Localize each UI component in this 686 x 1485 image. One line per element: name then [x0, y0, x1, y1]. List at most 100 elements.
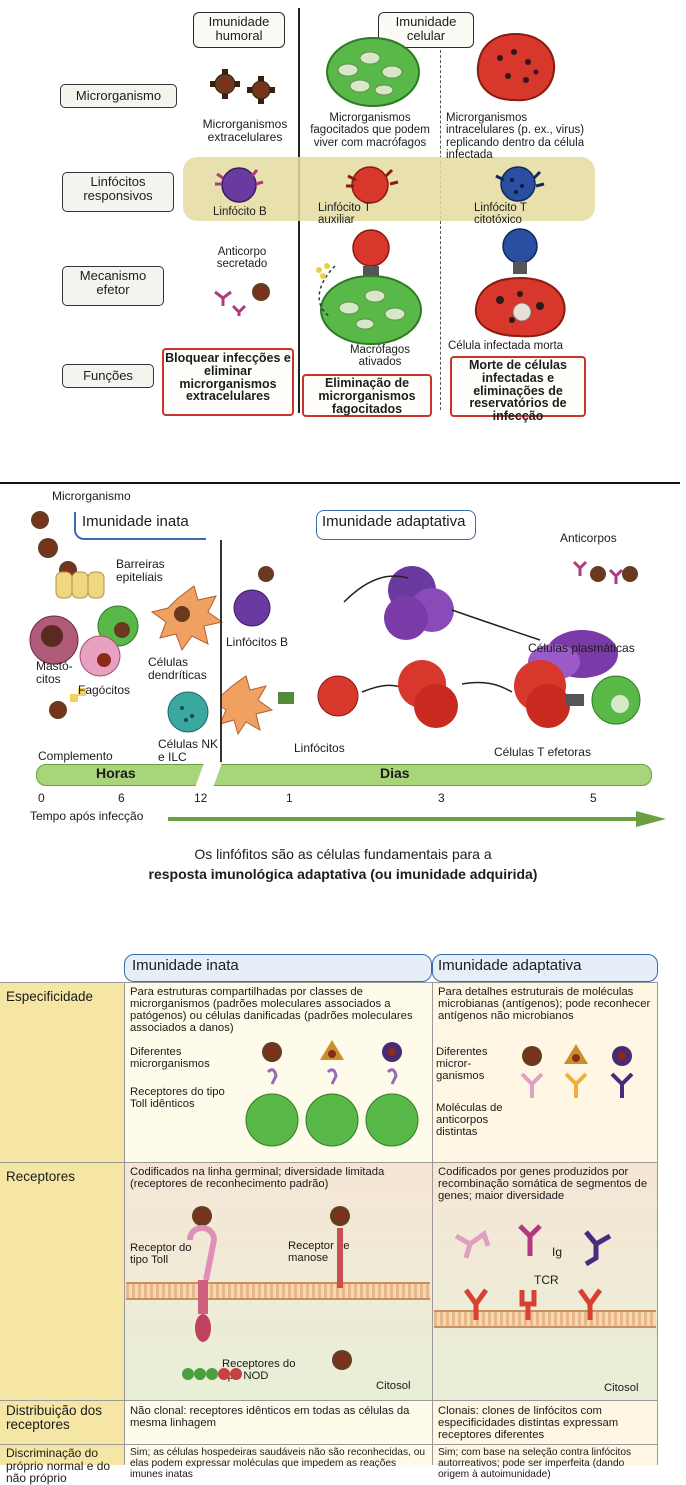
time-label: Tempo após infecção: [30, 809, 144, 823]
tick-12: 12: [194, 791, 208, 805]
row-label-distribution: Distribuição dos receptores: [6, 1403, 103, 1433]
infected-cell-icon: [476, 32, 556, 102]
disc-innate-text: Sim; as células hospedeiras saudáveis nã…: [130, 1447, 426, 1480]
adaptive-cells-illustration: [222, 560, 641, 736]
spec-innate-text: Para estruturas compartilhadas por class…: [130, 986, 413, 1035]
cytosol-innate-label: Citosol: [376, 1380, 411, 1392]
timeline-days: Dias: [380, 765, 410, 781]
label-macro-active: Macrófagos ativados: [349, 344, 411, 369]
grid-v3: [657, 982, 658, 1465]
label-mast: Mastó- citos: [36, 659, 73, 686]
function-box-cyto: Morte de células infectadas e eliminaçõe…: [450, 356, 586, 422]
label-micro-intra: Microrganismos intracelulares (p. ex., v…: [446, 112, 585, 162]
table-header-adaptive: [432, 954, 658, 982]
table-header-innate-text: Imunidade inata: [132, 957, 239, 974]
innate-cells-illustration: [29, 511, 224, 733]
timeline-hours: Horas: [96, 765, 136, 781]
label-microorganism-2: Microrganismo: [52, 489, 131, 503]
timeline-bar: [36, 764, 652, 786]
header-innate-2: [74, 512, 206, 540]
label-complement: Complemento: [38, 749, 113, 763]
row-label-specificity: Especificidade: [6, 989, 94, 1004]
label-phagocytes: Fagócitos: [78, 683, 131, 697]
function-box-phago: Eliminação de microrganismos fagocitados: [302, 374, 432, 417]
innate-receptors-illustration: [182, 1206, 352, 1380]
time-arrow-icon: [168, 811, 666, 827]
tick-6: 6: [118, 791, 125, 805]
killed-infected-cell-icon: [474, 228, 566, 338]
grid-h1: [0, 1162, 658, 1163]
row-label-microorganism: Microrganismo: [60, 84, 177, 108]
mannose-receptor-label: Receptor de manose: [288, 1240, 350, 1265]
figure-2: Microrganismo Imunidade inata Imunidade …: [0, 484, 686, 836]
row-label-discrimination: Discriminação do próprio normal e do não…: [6, 1446, 111, 1485]
grid-h2: [0, 1400, 658, 1401]
label-infected-dead: Célula infectada morta: [448, 340, 564, 352]
adaptive-receptors-illustration: [454, 1224, 612, 1320]
figure-3: Imunidade inata Imunidade adaptativa Esp…: [0, 950, 686, 1484]
adaptive-header-text: Imunidade adaptativa: [322, 513, 466, 530]
receptor-row-bg: [124, 1162, 658, 1400]
membrane-adaptive: [434, 1310, 656, 1328]
rec-innate-text: Codificados na linha germinal; diversida…: [130, 1166, 385, 1191]
figure-1: Imunidade humoral Imunidade celular Micr…: [0, 0, 686, 422]
row-label-receptors: Receptores: [6, 1169, 76, 1184]
tick-1: 1: [286, 791, 293, 805]
label-antibodies: Anticorpos: [560, 531, 617, 545]
tick-5: 5: [590, 791, 597, 805]
antibody-microbes-icon: [214, 283, 270, 316]
function-box-humoral: Bloquear infecções e eliminar microrgani…: [162, 348, 294, 416]
diff-micro-label: Diferentes microrganismos: [130, 1046, 210, 1071]
label-column-bg: [0, 982, 124, 1465]
label-b-cell: Linfócito B: [213, 206, 267, 218]
cytosol-adaptive-label: Citosol: [604, 1382, 639, 1394]
ab-molecules-label: Moléculas de anticorpos distintas: [436, 1102, 503, 1139]
dist-adaptive-text: Clonais: clones de linfócitos com especi…: [438, 1405, 619, 1442]
helper-t-cell-icon: [346, 166, 399, 204]
row-label-effector: Mecanismo efetor: [62, 266, 164, 306]
activated-macrophage-icon: [316, 229, 422, 345]
cytotoxic-t-cell-icon: [495, 166, 545, 202]
rec-adaptive-text: Codificados por genes produzidos por rec…: [438, 1166, 648, 1203]
innate-header-text: Imunidade inata: [82, 513, 189, 530]
tick-0: 0: [38, 791, 45, 805]
label-b-lymph: Linfócitos B: [226, 635, 289, 649]
label-t-cyto: Linfócito T citotóxico: [474, 202, 527, 227]
label-lymph: Linfócitos: [294, 741, 345, 755]
toll-identical-label: Receptores do tipo Toll idênticos: [130, 1086, 225, 1111]
grid-v2: [432, 982, 433, 1465]
row-label-lymphocytes: Linfócitos responsivos: [62, 172, 174, 212]
grid-h0: [0, 982, 658, 983]
disc-adaptive-text: Sim; com base na seleção contra linfócit…: [438, 1447, 632, 1480]
header-humoral: Imunidade humoral: [193, 12, 285, 48]
toll-receptor-label: Receptor do tipo Toll: [130, 1242, 192, 1267]
ig-label: Ig: [552, 1245, 563, 1259]
antibody-molecules-illustration: [520, 1044, 634, 1098]
tick-3: 3: [438, 791, 445, 805]
caption-line-1: Os linfófitos são as células fundamentai…: [194, 846, 492, 862]
label-antibody: Anticorpo secretado: [216, 246, 268, 271]
caption-line-2: resposta imunológica adaptativa (ou imun…: [148, 866, 538, 882]
diff-micro2-label: Diferentes micror- ganismos: [436, 1046, 488, 1083]
label-plasma: Células plasmáticas: [528, 641, 635, 655]
label-t-helper: Linfócito T auxiliar: [318, 202, 371, 227]
macrophage-with-microbes-icon: [326, 37, 420, 107]
tcr-label: TCR: [534, 1273, 559, 1287]
label-micro-extra: Microrganismos extracelulares: [202, 117, 288, 144]
innate-adaptive-divider: [220, 540, 222, 776]
b-cell-icon: [215, 167, 264, 203]
dist-innate-text: Não clonal: receptores idênticos em toda…: [130, 1405, 410, 1430]
grid-h3: [0, 1444, 658, 1445]
toll-receptors-illustration: [245, 1040, 419, 1147]
label-micro-phago: Microrganismos fagocitados que podem viv…: [310, 112, 430, 149]
table-header-adaptive-text: Imunidade adaptativa: [438, 957, 582, 974]
label-dendritic: Células dendríticas: [148, 655, 207, 682]
table-header-innate: [124, 954, 432, 982]
extracellular-microbe-icon: [210, 69, 275, 104]
grid-v1: [124, 982, 125, 1465]
section-rule: [0, 482, 680, 484]
row-label-functions: Funções: [62, 364, 154, 388]
divider-cellular-dashed: [440, 40, 441, 410]
label-t-effector: Células T efetoras: [494, 745, 591, 759]
label-nk: Células NK e ILC: [158, 737, 219, 764]
